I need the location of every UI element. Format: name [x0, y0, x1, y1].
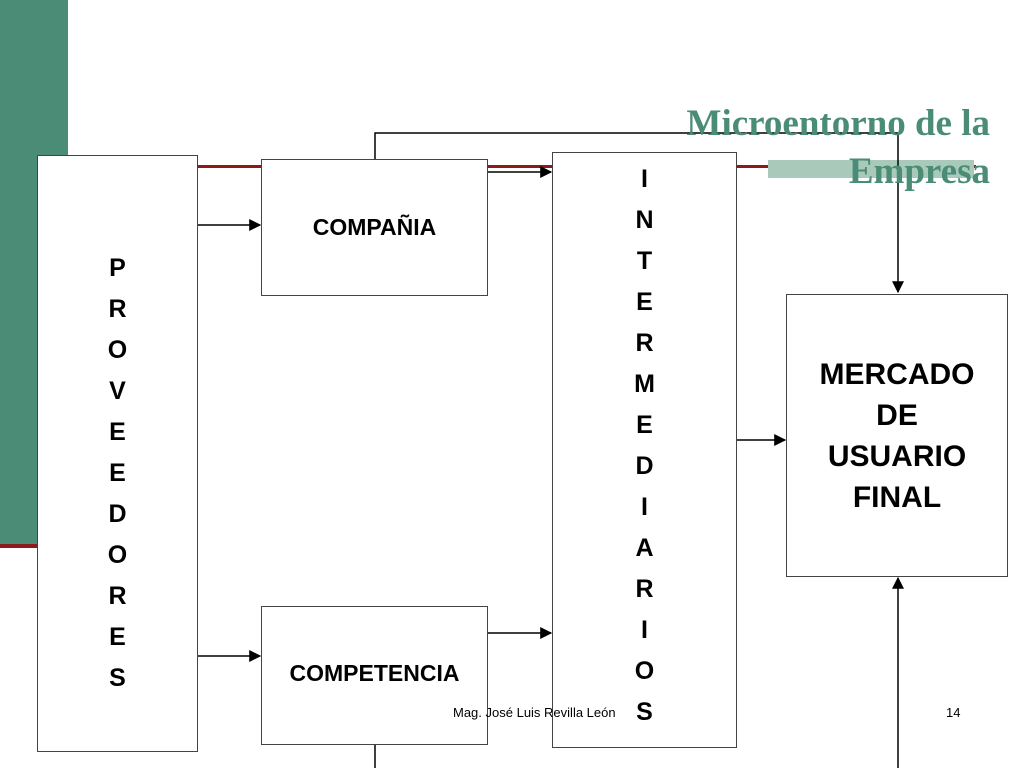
proveedores-letter: S: [109, 664, 126, 692]
intermediarios-letter: I: [641, 493, 648, 521]
intermediarios-letter: E: [636, 288, 653, 316]
compania-box: COMPAÑIA: [261, 159, 488, 296]
proveedores-letter: V: [109, 377, 126, 405]
intermediarios-letter: S: [636, 698, 653, 726]
proveedores-letter: O: [107, 541, 128, 569]
intermediarios-letter: M: [634, 370, 655, 398]
intermediarios-letter: E: [636, 411, 653, 439]
slide-title: Microentorno de la Empresa: [686, 103, 990, 192]
competencia-label: COMPETENCIA: [289, 660, 460, 686]
intermediarios-letter: R: [635, 329, 654, 357]
mercado-line-1: MERCADO: [819, 357, 975, 391]
footer-page-number: 14: [946, 705, 961, 720]
mercado-line-3: USUARIO: [827, 439, 967, 473]
proveedores-letter: R: [108, 295, 127, 323]
proveedores-letter: E: [109, 623, 126, 651]
intermediarios-letter: O: [634, 657, 655, 685]
proveedores-letter: E: [109, 418, 126, 446]
proveedores-letter: O: [107, 336, 128, 364]
footer-author: Mag. José Luis Revilla León: [453, 705, 616, 720]
intermediarios-letter: A: [635, 534, 654, 562]
proveedores-letter: R: [108, 582, 127, 610]
intermediarios-letter: T: [636, 247, 653, 275]
competencia-box: COMPETENCIA: [261, 606, 488, 745]
intermediarios-letter: D: [635, 452, 654, 480]
intermediarios-letter: I: [641, 616, 648, 644]
decorative-red-rule-left: [0, 544, 40, 548]
mercado-line-4: FINAL: [852, 480, 942, 514]
mercado-box: MERCADO DE USUARIO FINAL: [786, 294, 1008, 577]
intermediarios-letter: R: [635, 575, 654, 603]
intermediarios-letter: N: [635, 206, 654, 234]
proveedores-letter: E: [109, 459, 126, 487]
mercado-line-2: DE: [876, 398, 918, 432]
compania-label: COMPAÑIA: [312, 214, 437, 240]
proveedores-letter: P: [109, 254, 126, 282]
proveedores-letter: D: [108, 500, 127, 528]
intermediarios-letter: I: [641, 165, 648, 193]
